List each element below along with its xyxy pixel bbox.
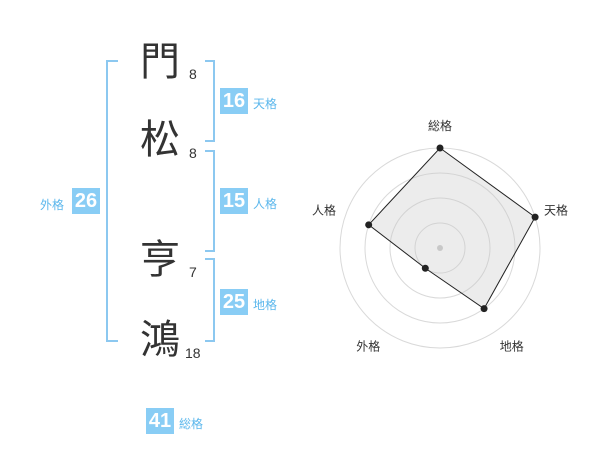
chikaku-value: 25: [220, 289, 248, 315]
stroke-count-2: 8: [189, 145, 197, 161]
soukaku-value: 41: [146, 408, 174, 434]
radar-axis-label-1: 総格: [428, 118, 452, 133]
radar-ring-3: [364, 172, 516, 324]
soukaku-label: 総格: [179, 417, 204, 431]
radar-axis-label-4: 外格: [356, 339, 380, 354]
name-char-2: 松: [140, 117, 180, 163]
radar-ring-2: [389, 197, 491, 299]
radar-axis-label-3: 地格: [500, 339, 524, 354]
radar-ring-1: [414, 222, 466, 274]
tenkaku-bracket: [205, 60, 215, 142]
radar-point-5: [365, 221, 373, 229]
gaikaku-label: 外格: [40, 198, 65, 212]
name-char-1: 門: [140, 39, 180, 85]
gaikaku-value: 26: [72, 188, 100, 214]
radar-point-2: [531, 213, 539, 221]
radar-point-4: [421, 264, 429, 272]
jinkaku-value: 15: [220, 188, 248, 214]
jinkaku-bracket: [205, 150, 215, 252]
tenkaku-value: 16: [220, 88, 248, 114]
radar-axis-label-2: 天格: [544, 202, 568, 217]
radar-center-dot: [437, 245, 443, 251]
radar-axis-label-5: 人格: [312, 202, 336, 217]
name-char-4: 鴻: [140, 317, 180, 363]
jinkaku-label: 人格: [253, 197, 278, 211]
gaikaku-bracket: [106, 60, 118, 342]
stroke-count-3: 7: [189, 264, 197, 280]
chikaku-bracket: [205, 258, 215, 342]
chikaku-label: 地格: [253, 298, 278, 312]
radar-data-polygon: [367, 147, 536, 310]
radar-point-1: [436, 144, 444, 152]
tenkaku-label: 天格: [253, 97, 278, 111]
stroke-count-4: 18: [185, 345, 201, 361]
radar-point-3: [480, 305, 488, 313]
name-char-3: 亨: [140, 237, 180, 283]
stroke-count-1: 8: [189, 66, 197, 82]
